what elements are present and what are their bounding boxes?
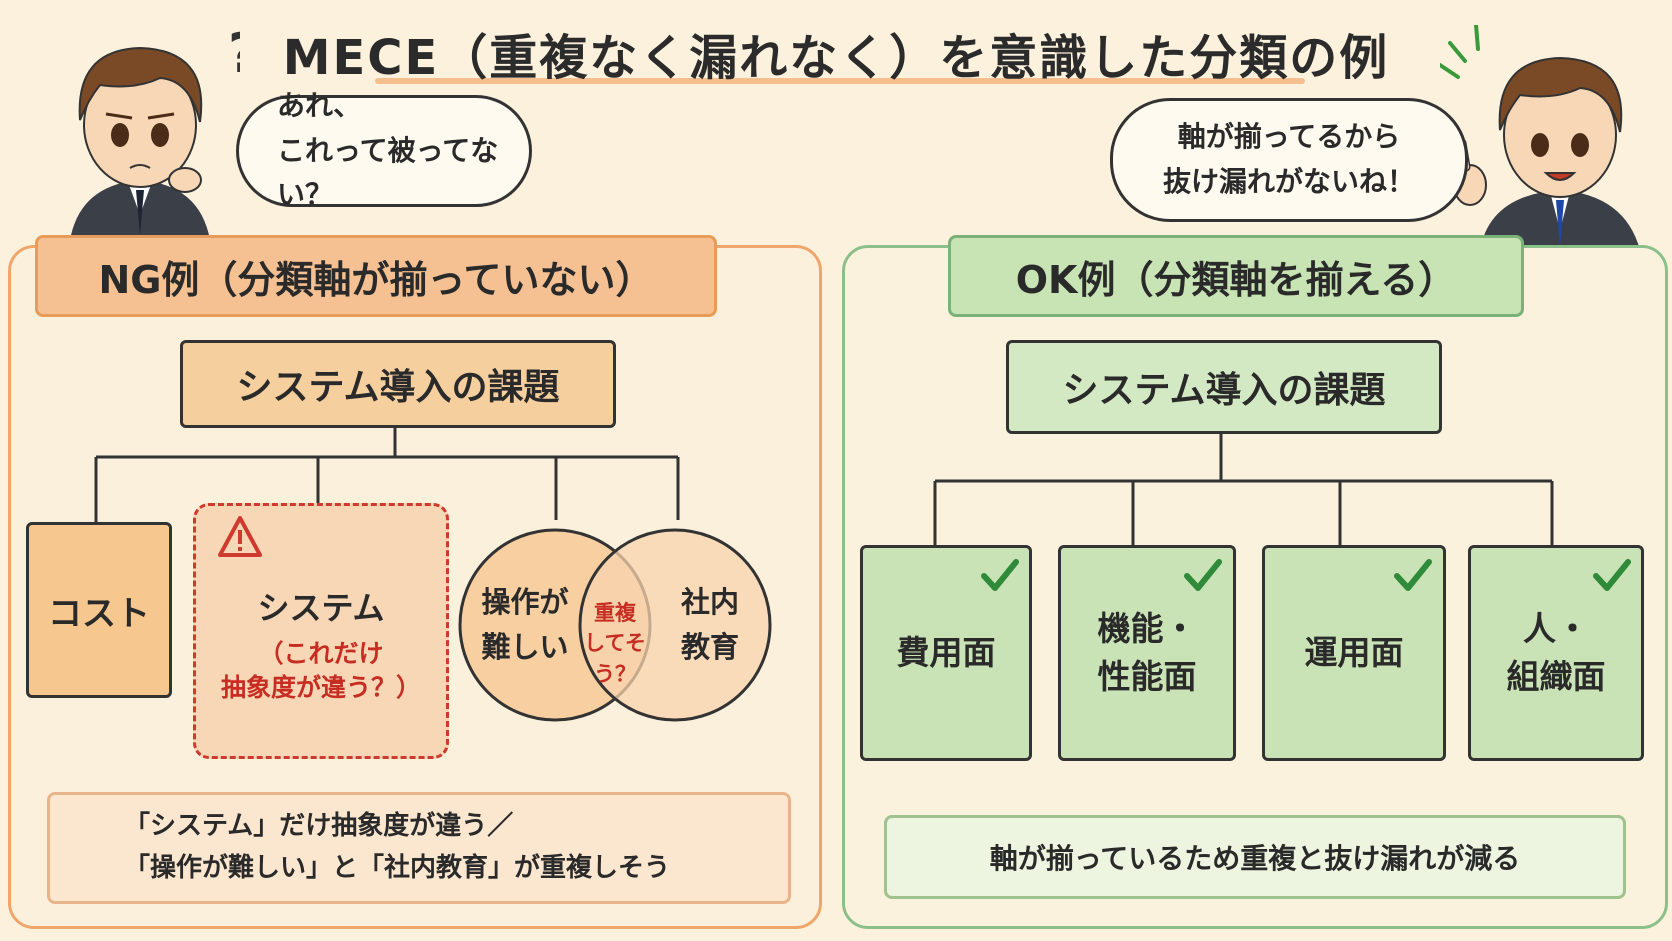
ng-leaf-system-label: システム	[257, 589, 385, 628]
ok-leaf-line1: 運用面	[1304, 633, 1404, 673]
ok-leaf-line1: 機能・	[1097, 609, 1197, 649]
ok-leaf-line2: 性能面	[1097, 657, 1197, 696]
ng-leaf-system: システム （これだけ 抽象度が違う？）	[193, 503, 449, 759]
ng-leaf-cost: コスト	[26, 522, 172, 698]
speech-bubble-right: 軸が揃ってるから 抜け漏れがないね！	[1110, 98, 1468, 222]
ng-summary-line2: 「操作が難しい」と「社内教育」が重複しそう	[124, 853, 671, 883]
ok-summary: 軸が揃っているため重複と抜け漏れが減る	[884, 815, 1626, 899]
check-icon	[1184, 559, 1222, 591]
speech-bubble-left: あれ、 これって被ってない？	[236, 89, 532, 211]
ng-leaf-system-note1: （これだけ	[258, 639, 384, 669]
venn-right-line2: 教育	[680, 629, 739, 664]
sparkle-lines-icon	[1440, 25, 1480, 79]
ok-leaf-line1: 費用面	[896, 633, 996, 673]
worried-person-illustration: ?	[70, 22, 240, 240]
bubble-right-line2: 抜け漏れがないね！	[1162, 165, 1415, 198]
ok-header: OK例（分類軸を揃える）	[948, 235, 1524, 317]
pointing-person-illustration	[1440, 25, 1640, 250]
check-icon	[1593, 559, 1631, 591]
ng-leaf-system-note2: 抽象度が違う？）	[220, 673, 421, 702]
page-title: MECE（重複なく漏れなく）を意識した分類の例	[282, 30, 1390, 86]
ok-root-node: システム導入の課題	[1006, 340, 1442, 434]
venn-left-line2: 難しい	[481, 629, 569, 664]
venn-right-line1: 社内	[680, 585, 739, 619]
title-underline	[375, 78, 1305, 84]
venn-overlap-label: 重複 してそう？	[565, 598, 665, 689]
ng-summary-line1: 「システム」だけ抽象度が違う／	[124, 811, 514, 842]
venn-left-line1: 操作が	[481, 585, 569, 619]
venn-right-label: 社内 教育	[660, 580, 760, 670]
bubble-left-line2: これって被ってない？	[277, 133, 499, 212]
venn-center-line2: してそう？	[584, 631, 646, 686]
ok-leaf-line1: 人・	[1523, 609, 1589, 649]
check-icon	[1394, 559, 1432, 591]
check-icon	[981, 559, 1019, 591]
bubble-left-line1: あれ、	[277, 88, 362, 122]
ok-leaf-line2: 組織面	[1506, 657, 1606, 696]
ng-root-node: システム導入の課題	[180, 340, 616, 428]
bubble-right-line1: 軸が揃ってるから	[1177, 120, 1401, 154]
question-mark-icon: ?	[228, 22, 240, 85]
warning-icon	[218, 516, 262, 557]
venn-center-line1: 重複	[594, 601, 636, 625]
venn-left-label: 操作が 難しい	[470, 580, 580, 670]
ng-summary: 「システム」だけ抽象度が違う／ 「操作が難しい」と「社内教育」が重複しそう	[47, 792, 791, 904]
venn-circle-right	[578, 528, 772, 722]
ng-header: NG例（分類軸が揃っていない）	[35, 235, 717, 317]
